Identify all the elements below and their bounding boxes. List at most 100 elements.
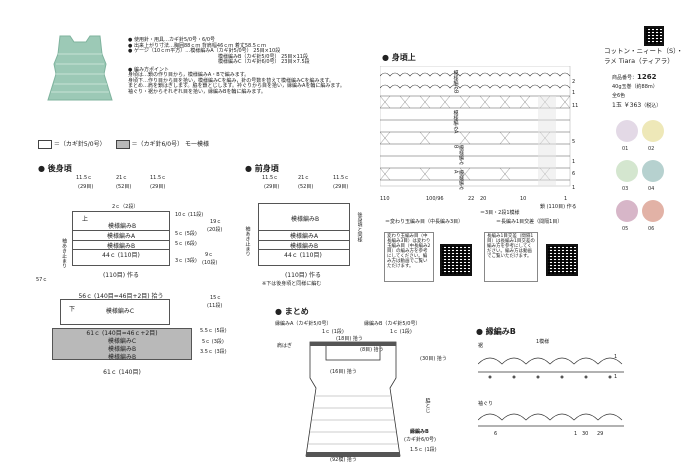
bodice-row-5: 1 — [572, 159, 576, 165]
swatch-num-06: 06 — [648, 226, 655, 232]
edging-label-top: 裾 — [478, 343, 484, 349]
back-row-dim-3: 5ｃ (6段) — [175, 241, 197, 247]
back-lower-panel — [60, 299, 170, 325]
qr-code-1[interactable] — [440, 244, 472, 276]
legend-b: ＝（カギ針6/0号） — [131, 141, 184, 148]
back-bottom-width: 61ｃ (140目) — [103, 368, 141, 376]
back-upper-panel — [72, 211, 170, 266]
edging-chart-bottom — [477, 408, 628, 430]
qr-code-2[interactable] — [546, 244, 578, 276]
front-width-2: (110目) 作る — [284, 271, 322, 279]
summary-1c-a: 1ｃ (1段) — [322, 329, 344, 335]
bodice-label-4: 模様編みA — [452, 170, 465, 190]
bodice-chart — [379, 65, 580, 196]
back-bottom-row-2: 模様編みB — [107, 345, 137, 353]
front-note: ※下は後身頃と同様に編む — [262, 281, 322, 287]
summary-side-join: 脇とじ — [424, 398, 431, 413]
bodice-title: ● 身頃上 — [382, 53, 416, 62]
point-4: 袖ぐり・裾からそれぞれ目を拾い，縁編みBを輪に編みます。 — [128, 88, 266, 95]
back-top-dim-3: 11.5ｃ — [150, 175, 167, 181]
product-colors: 全6色 — [612, 93, 626, 99]
front-top-dim-1: 11.5ｃ — [262, 175, 279, 181]
front-top-count-3: (29目) — [333, 184, 349, 190]
front-width: 44ｃ (110目) — [284, 251, 322, 259]
swatch-05 — [616, 200, 638, 222]
swatch-04 — [642, 160, 664, 182]
product-tax: （税込） — [641, 103, 662, 109]
back-row-dim-1: 10ｃ (11段) — [175, 212, 204, 218]
legend: ＝（カギ針5/0号） ＝（カギ針6/0号） モ一模様 — [38, 140, 258, 150]
back-top-dim-2: 21ｃ — [116, 175, 128, 181]
back-total-height: 57ｃ — [36, 277, 48, 283]
edging-bottom-num-2: 1 — [574, 431, 578, 437]
summary-garment — [290, 338, 416, 466]
summary-pick-2: (8目) 拾う — [360, 347, 384, 353]
back-pickup: 56ｃ (140目=46目+2目) 拾う — [78, 292, 164, 300]
gauge-b-text: 模様編みB（カギ針5/0号） 25目×11段 — [218, 53, 308, 60]
back-lower-row: 模様編みC — [105, 307, 135, 315]
size-text: ● 出来上がり寸法…胸囲88ｃｍ 背肩幅46ｃｍ 着丈58.5ｃｍ — [128, 42, 266, 49]
back-row-1: 模様編みB — [107, 222, 137, 230]
front-top-dim-2: 21ｃ — [298, 175, 310, 181]
summary-pick-4: (16目) 拾う — [330, 369, 357, 375]
back-width-2: (110目) 作る — [102, 271, 140, 279]
point-2: 身頃下…作り目から目を拾い，模様編みCを編み，針の号数を替えて模様編みCを編みま… — [128, 77, 335, 84]
bodice-row-1: 2 — [572, 79, 576, 85]
summary-hem-pick: (92模) 拾う — [330, 457, 357, 463]
back-top-count-2: (52目) — [116, 184, 132, 190]
bodice-row-6: 6 — [572, 171, 576, 177]
back-lower-h: 15ｃ — [210, 295, 222, 301]
summary-1c-b: 1ｃ (1段) — [390, 329, 412, 335]
edging-chart-top-svg — [477, 357, 624, 379]
legend-box-white — [38, 140, 52, 149]
summary-hem-b2: (カギ針6/0号) — [404, 437, 436, 443]
bodice-count-6: 1 — [564, 196, 568, 202]
front-panel — [258, 203, 350, 266]
product-price: 1玉 ￥363 — [612, 102, 642, 109]
info-block: ● 使用針・用具…カギ針5/0号・6/0号 ● 出来上がり寸法…胸囲88ｃｍ 背… — [128, 37, 358, 95]
bodice-row-7: 1 — [572, 185, 576, 191]
edging-title: ● 縁編みB — [476, 327, 516, 336]
back-bottom-dim-1: 5.5ｃ (5段) — [200, 328, 227, 334]
product-qr[interactable] — [644, 26, 664, 46]
bodice-start: 鎖 (110目) 作る — [540, 204, 577, 210]
back-row-dim-4: 3ｃ (3段) — [175, 258, 197, 264]
bodice-count-1: 110 — [380, 196, 390, 202]
back-bottom-panel — [52, 328, 192, 360]
bodice-count-4: 20 — [480, 196, 487, 202]
front-armhole: 袖あき止まり — [244, 226, 251, 256]
garment-photo-svg — [47, 35, 113, 101]
back-lower-label: 下 — [68, 305, 75, 313]
bodice-row-4: 5 — [572, 139, 576, 145]
edging-chart-bottom-svg — [477, 413, 624, 427]
product-code-label: 商品番号：1262 — [612, 73, 657, 82]
front-title: ● 前身頃 — [245, 164, 279, 173]
swatch-06 — [642, 200, 664, 222]
summary-title: ● まとめ — [275, 307, 309, 316]
front-top-count-1: (29目) — [264, 184, 280, 190]
qr-note-2-text: 長編み1目交差（間隔1目）は長編み1目交差の編み方を参考にしてください。編み方は… — [487, 234, 535, 259]
swatch-01 — [616, 120, 638, 142]
product-code: 1262 — [637, 73, 657, 81]
points-title: ● 編み方ポイント — [128, 66, 169, 73]
summary-pick-1: (18目) 拾う — [336, 336, 363, 342]
legend-box-gray — [115, 140, 130, 149]
bodice-label-2: 模様編みA — [452, 110, 459, 134]
front-row-2: 模様編みA — [258, 230, 350, 240]
back-width: 44ｃ (110目) — [102, 251, 140, 259]
back-armhole: 袖あき止まり — [61, 238, 67, 268]
back-side-1: 19ｃ — [210, 219, 222, 225]
bodice-legend-3: ＝長編み1目交差（間隔1目） — [496, 219, 563, 225]
bodice-legend-2: ＝3目・2段1模様 — [480, 210, 520, 216]
back-shoulder: 2ｃ（2段） — [112, 204, 139, 210]
back-bottom-dim-3: 3.5ｃ (3段) — [200, 349, 227, 355]
bodice-legend-1: ＝変わり玉編み目（中長編み3目） — [385, 219, 464, 225]
product-name: コットン・ニィート（S）・ — [604, 47, 683, 55]
bodice-count-2: 100/96 — [426, 196, 444, 202]
front-row-3: 模様編みB — [258, 240, 350, 250]
legend-a: ＝（カギ針5/0号） — [53, 141, 106, 148]
back-bottom-row-1: 模様編みC — [107, 337, 137, 345]
edging-label-bottom: 袖ぐり — [478, 401, 494, 407]
front-row-1: 模様編みB — [290, 215, 320, 223]
swatch-num-02: 02 — [648, 146, 655, 152]
